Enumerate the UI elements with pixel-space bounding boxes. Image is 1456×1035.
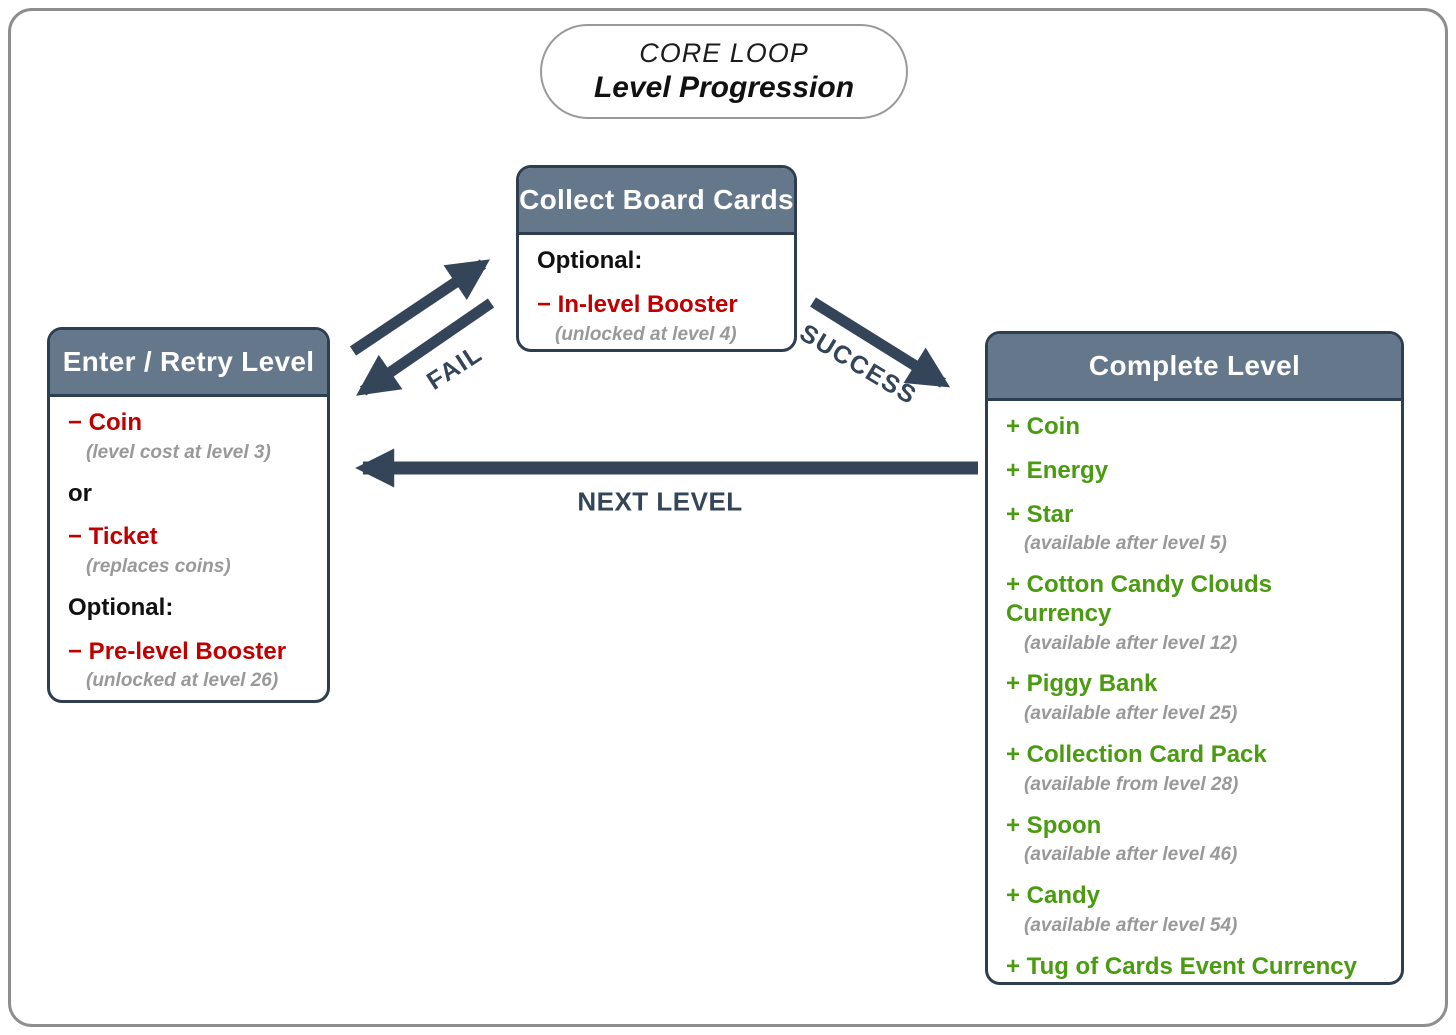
complete-level-node: Complete Level + Coin + Energy + Star (a… (985, 331, 1404, 985)
reward-item: + Collection Card Pack (1006, 741, 1267, 769)
enter-retry-level-header: Enter / Retry Level (50, 330, 327, 397)
reward-item: + Spoon (1006, 811, 1102, 839)
reward-item-note: (available from level 28) (1024, 773, 1239, 795)
collect-board-cards-body: Optional: − In-level Booster (unlocked a… (519, 235, 794, 349)
title-pill: CORE LOOP Level Progression (540, 24, 908, 119)
cost-item-note: (level cost at level 3) (86, 441, 271, 463)
reward-item: + Coin (1006, 413, 1081, 440)
cost-item: − Pre-level Booster (68, 637, 287, 665)
next-level-arrow-label: NEXT LEVEL (577, 486, 743, 517)
cost-item: − In-level Booster (537, 290, 738, 318)
title-line1: CORE LOOP (639, 38, 809, 68)
cost-item-note: (unlocked at level 4) (555, 323, 737, 345)
reward-item: + Cotton Candy Clouds Currency (1006, 571, 1272, 627)
cost-item: − Ticket (68, 523, 158, 551)
reward-item-note: (available after level 5) (1024, 533, 1227, 555)
optional-label: Optional: (537, 247, 643, 274)
reward-item-note: (available after level 75) (1024, 984, 1383, 985)
reward-item-note: (available after level 25) (1024, 703, 1238, 725)
cost-item: − Coin (68, 409, 143, 436)
cost-item-note: (replaces coins) (86, 556, 231, 578)
reward-item: + Energy (1006, 456, 1109, 484)
reward-item-note: (available after level 54) (1024, 914, 1238, 936)
complete-level-header: Complete Level (988, 334, 1401, 401)
collect-board-cards-node: Collect Board Cards Optional: − In-level… (516, 165, 797, 352)
reward-item: + Piggy Bank (1006, 670, 1158, 698)
outer-frame (8, 8, 1448, 1027)
complete-level-body: + Coin + Energy + Star (available after … (988, 401, 1401, 985)
or-label: or (68, 479, 92, 507)
collect-board-cards-header: Collect Board Cards (519, 168, 794, 235)
optional-label: Optional: (68, 593, 174, 621)
reward-item-note: (available after level 12) (1024, 632, 1238, 654)
enter-retry-level-node: Enter / Retry Level − Coin (level cost a… (47, 327, 330, 703)
reward-item: + Star (1006, 500, 1074, 528)
enter-retry-level-body: − Coin (level cost at level 3) or − Tick… (50, 397, 327, 700)
reward-item: + Candy (1006, 882, 1101, 910)
title-line2: Level Progression (593, 71, 855, 104)
cost-item-note: (unlocked at level 26) (86, 670, 279, 692)
reward-item: + Tug of Cards Event Currency (1006, 952, 1357, 980)
reward-item-note: (available after level 46) (1024, 844, 1238, 866)
